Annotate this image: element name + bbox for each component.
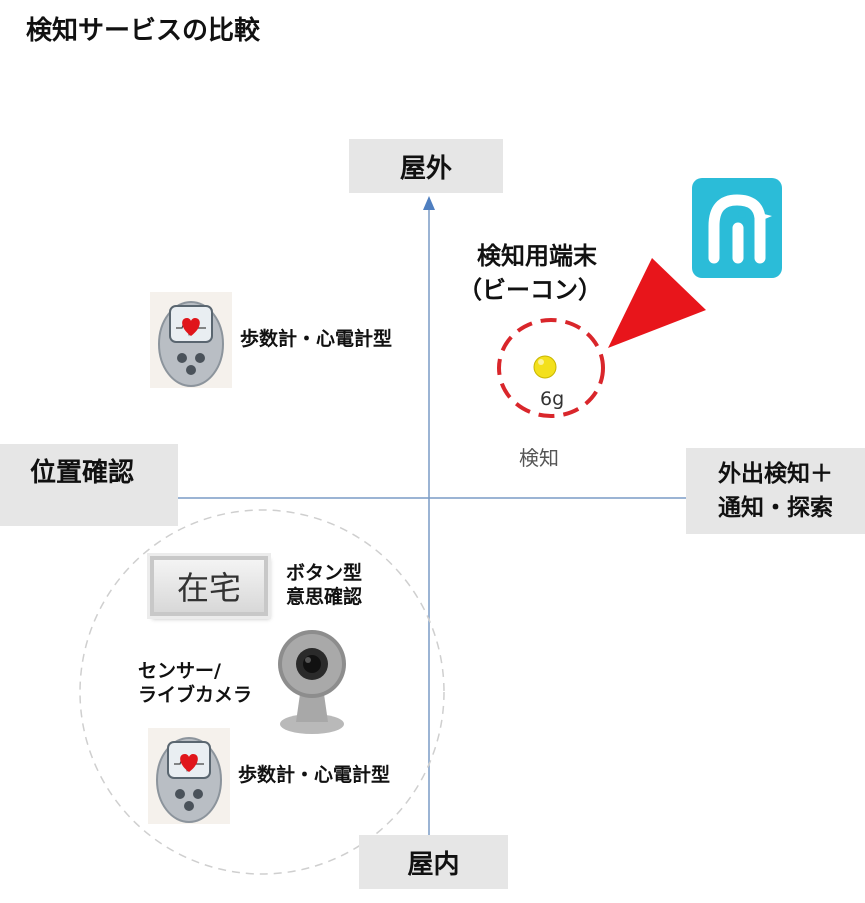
beacon-dashed-circle xyxy=(497,318,605,418)
indoor-group-circle xyxy=(79,509,445,875)
red-arrow xyxy=(608,258,706,348)
pedometer-icon xyxy=(150,292,232,388)
pedometer-top-label: 歩数計・心電計型 xyxy=(240,328,393,350)
pedometer-icon xyxy=(148,728,230,824)
axis-label-outdoor: 屋外 xyxy=(349,139,503,193)
beacon-title-line2: （ビーコン） xyxy=(458,275,602,304)
axis-label-detection-line2: 通知・探索 xyxy=(718,495,833,521)
zaitaku-button: 在宅 xyxy=(150,556,268,616)
axis-label-detection-line1: 外出検知＋ xyxy=(718,460,833,487)
axis-label-detection: 外出検知＋ 通知・探索 xyxy=(686,448,865,534)
axis-label-indoor: 屋内 xyxy=(359,835,508,889)
beacon-title-line1: 検知用端末 xyxy=(477,242,597,270)
beacon-weight: 6g xyxy=(540,388,565,410)
vertical-axis-arrowhead xyxy=(423,196,435,210)
sensor-line1: センサー/ xyxy=(138,660,221,682)
button-type-line1: ボタン型 xyxy=(286,562,363,584)
webcam-icon xyxy=(278,630,346,734)
beacon-device-icon xyxy=(533,355,557,379)
button-type-label: ボタン型 意思確認 xyxy=(286,562,362,610)
app-logo-icon xyxy=(692,178,782,278)
beacon-title: 検知用端末 （ビーコン） xyxy=(458,240,612,307)
axis-label-location: 位置確認 xyxy=(0,444,178,526)
sensor-label: センサー/ ライブカメラ xyxy=(138,660,252,708)
button-type-line2: 意思確認 xyxy=(286,585,363,608)
beacon-caption: 検知 xyxy=(519,446,559,470)
pedometer-bottom-label: 歩数計・心電計型 xyxy=(238,764,391,786)
page-title: 検知サービスの比較 xyxy=(26,16,261,46)
sensor-line2: ライブカメラ xyxy=(138,683,253,706)
